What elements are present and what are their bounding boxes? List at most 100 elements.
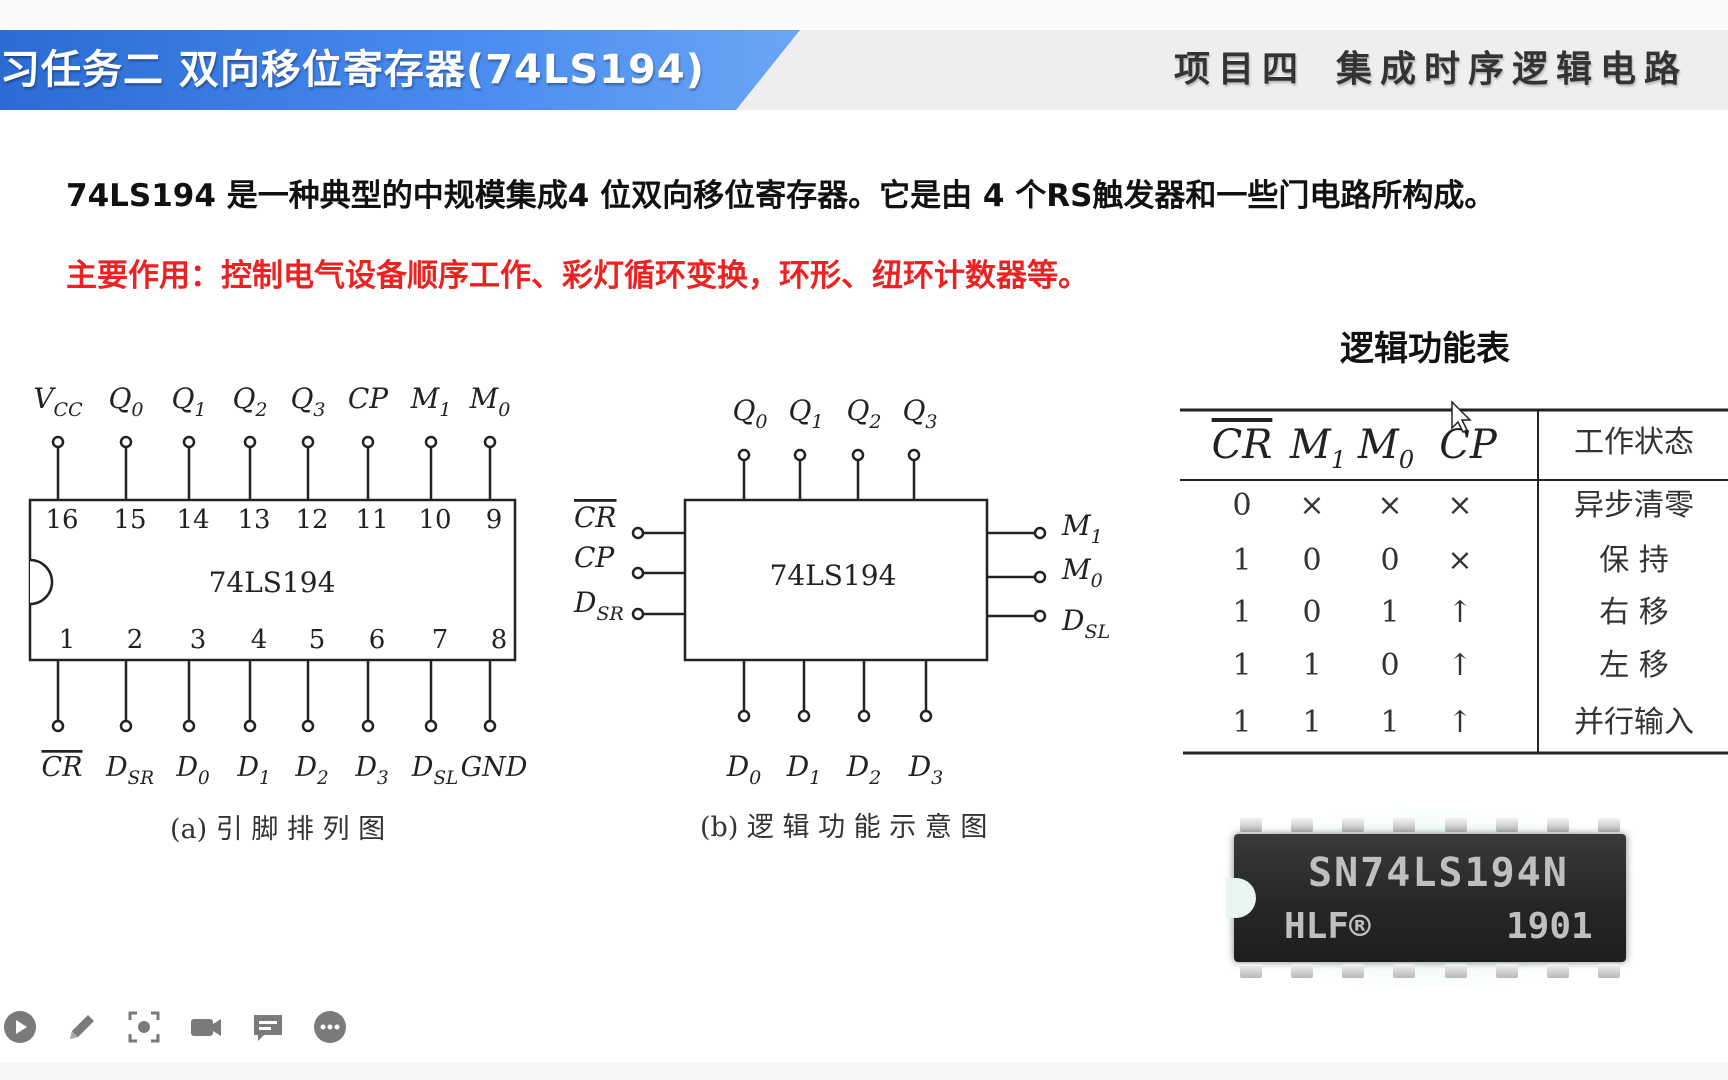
- pin-diagram-caption: (a) 引 脚 排 列 图: [170, 814, 385, 845]
- table-cell: 1: [1232, 595, 1251, 630]
- table-header-cell: CP: [1439, 422, 1498, 468]
- pin-terminal: [631, 566, 645, 580]
- pin-number: 15: [113, 505, 146, 535]
- pin-label: Q1: [171, 382, 206, 421]
- pin-terminal: [483, 435, 497, 449]
- pin-terminal: [737, 448, 751, 462]
- camera-icon[interactable]: [186, 1007, 226, 1047]
- comment-icon[interactable]: [248, 1007, 288, 1047]
- logic-diagram-chip-label: 74LS194: [770, 559, 897, 592]
- pin-terminal: [737, 709, 751, 723]
- pin-terminal: [51, 435, 65, 449]
- chip-photo-bottom-pins: [1240, 964, 1620, 978]
- pin-label: GND: [461, 752, 528, 783]
- table-cell: ↑: [1447, 595, 1472, 630]
- pin-terminal: [243, 435, 257, 449]
- chip-marking-maker: HLF®: [1284, 906, 1371, 947]
- pin-label: Q0: [732, 394, 767, 433]
- table-cell: ×: [1299, 488, 1324, 523]
- function-table-title: 逻辑功能表: [1340, 329, 1510, 369]
- pin-label: D1: [786, 750, 822, 789]
- pin-label: D3: [908, 750, 944, 789]
- screenshot-icon[interactable]: [124, 1007, 164, 1047]
- pin-number: 11: [355, 505, 388, 535]
- project-name: 集成时序逻辑电路: [1335, 48, 1688, 90]
- pin-label: Q0: [108, 382, 143, 421]
- pin-diagram-chip-body: [28, 498, 517, 662]
- table-cell: 1: [1232, 648, 1251, 683]
- pin-terminal: [1033, 570, 1047, 584]
- pin-terminal: [301, 435, 315, 449]
- presentation-toolbar: [0, 1005, 372, 1049]
- more-icon[interactable]: [310, 1007, 350, 1047]
- pin-number: 2: [127, 625, 144, 655]
- pen-icon[interactable]: [62, 1007, 102, 1047]
- table-cell: 1: [1232, 705, 1251, 740]
- title-ribbon: [0, 30, 800, 110]
- pin-label: M1: [1061, 509, 1103, 548]
- table-cell: 1: [1380, 595, 1399, 630]
- pin-label: Q1: [788, 394, 823, 433]
- slide-diagrams: 74LS194 VCC16Q015Q114Q213Q312CP11M110M09…: [28, 329, 1728, 845]
- pin-terminal: [424, 435, 438, 449]
- pin-terminal: [361, 719, 375, 733]
- pin-terminal: [424, 719, 438, 733]
- pin-label: CP: [348, 382, 389, 415]
- window-bottom-strip: [0, 1062, 1728, 1080]
- pin-label: D0: [726, 750, 762, 789]
- pin-label: D3: [354, 752, 388, 789]
- pin-label: DSL: [411, 752, 458, 789]
- chip-photo: SN74LS194N HLF® 1901: [1220, 808, 1640, 988]
- pin-number: 10: [418, 505, 451, 535]
- pin-label: CP: [574, 541, 615, 574]
- chip-photo-top-pins: [1240, 818, 1620, 832]
- project-label: 项目四: [1173, 48, 1306, 90]
- table-state-cell: 右 移: [1599, 595, 1669, 630]
- table-cell: ↑: [1447, 705, 1472, 740]
- intro-text: 74LS194 是一种典型的中规模集成4 位双向移位寄存器。它是由 4 个RS触…: [66, 178, 1496, 214]
- table-cell: 1: [1380, 705, 1399, 740]
- table-cell: 1: [1232, 543, 1251, 578]
- pin-label: Q2: [232, 382, 267, 421]
- pin-label: DSR: [573, 586, 624, 625]
- pin-label: CR: [574, 501, 617, 534]
- purpose-text: 主要作用：控制电气设备顺序工作、彩灯循环变换，环形、纽环计数器等。: [66, 258, 1089, 294]
- play-icon[interactable]: [0, 1007, 40, 1047]
- pin-terminal: [182, 719, 196, 733]
- pin-terminal: [631, 607, 645, 621]
- pin-diagram: 74LS194 VCC16Q015Q114Q213Q312CP11M110M09…: [28, 382, 528, 845]
- table-state-cell: 异步清零: [1574, 488, 1694, 523]
- pin-label: M0: [469, 382, 511, 421]
- table-cell: ×: [1447, 543, 1472, 578]
- table-header-cell: M1: [1289, 422, 1346, 474]
- table-cell: 0: [1380, 543, 1399, 578]
- pin-terminal: [907, 448, 921, 462]
- pin-terminal: [301, 719, 315, 733]
- pin-number: 14: [176, 505, 209, 535]
- table-cell: 0: [1302, 595, 1321, 630]
- table-row: 0×××异步清零: [1232, 488, 1694, 523]
- chip-photo-notch: [1226, 878, 1256, 918]
- pin-number: 12: [295, 505, 328, 535]
- pin-diagram-chip-label: 74LS194: [209, 566, 336, 599]
- logic-diagram-caption: (b) 逻 辑 功 能 示 意 图: [700, 812, 987, 843]
- table-header-cell: M0: [1357, 422, 1414, 474]
- mouse-cursor-icon: [1451, 400, 1472, 434]
- table-state-cell: 左 移: [1599, 648, 1669, 683]
- pin-label: DSR: [105, 752, 154, 789]
- pin-label: VCC: [33, 382, 83, 421]
- pin-number: 9: [486, 505, 503, 535]
- chip-marking-date-code: 1901: [1506, 906, 1593, 947]
- table-cell: ×: [1447, 488, 1472, 523]
- pin-label: Q3: [902, 394, 937, 433]
- pin-label: D0: [175, 752, 210, 789]
- pin-number: 1: [59, 625, 76, 655]
